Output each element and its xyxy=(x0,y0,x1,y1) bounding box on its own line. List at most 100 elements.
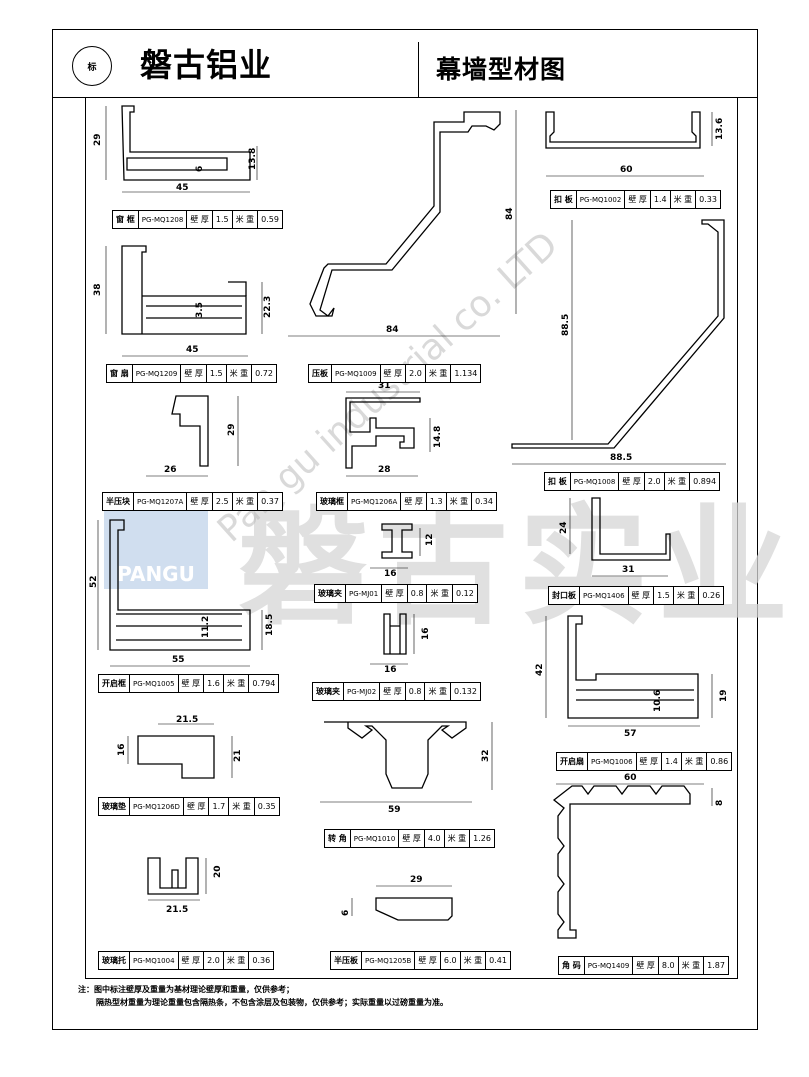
part-name: 玻璃托 xyxy=(99,952,130,969)
weight-label: 米 重 xyxy=(227,365,253,382)
wall-value: 6.0 xyxy=(441,952,461,969)
wall-label: 壁 厚 xyxy=(187,493,213,510)
spec-label-p13: 扣 板 PG-MQ1002 壁 厚 1.4 米 重 0.33 xyxy=(550,190,721,209)
footnote-line: 注：图中标注壁厚及重量为基材理论壁厚和重量，仅供参考； xyxy=(78,985,294,994)
spec-label-p8: 玻璃框 PG-MQ1206A 壁 厚 1.3 米 重 0.34 xyxy=(316,492,497,511)
wall-value: 4.0 xyxy=(425,830,445,847)
part-code: PG-MQ1208 xyxy=(139,211,188,228)
profile-drawing-p1: 29 45 6 13.8 xyxy=(93,105,258,193)
weight-value: 0.41 xyxy=(489,956,507,965)
part-name: 玻璃夹 xyxy=(313,683,344,700)
wall-value: 2.0 xyxy=(204,952,224,969)
dim-text: 31 xyxy=(622,565,635,575)
weight-value: 0.35 xyxy=(257,802,276,811)
spec-label-p9: 玻璃夹 PG-MJ01 壁 厚 0.8 米 重 0.12 xyxy=(314,584,478,603)
weight-label: 米 重 xyxy=(671,191,697,208)
weight-value: 0.33 xyxy=(699,195,717,204)
spec-label-p11: 转 角 PG-MQ1010 壁 厚 4.0 米 重 1.26 xyxy=(324,829,495,848)
dim-text: 22.3 xyxy=(263,296,273,318)
wall-value: 1.5 xyxy=(654,587,674,604)
part-code: PG-MQ1002 xyxy=(577,191,626,208)
part-code: PG-MQ1406 xyxy=(580,587,629,604)
spec-label-p7: 压板 PG-MQ1009 壁 厚 2.0 米 重 1.134 xyxy=(308,364,482,383)
dim-text: 20 xyxy=(213,865,223,878)
weight-value: 0.132 xyxy=(454,687,477,696)
weight-label: 米 重 xyxy=(229,798,255,815)
part-code: PG-MQ1008 xyxy=(571,473,620,490)
weight-value: 0.12 xyxy=(456,589,474,598)
dim-text: 16 xyxy=(421,627,431,640)
profile-drawing-p16: 42 57 10.6 19 xyxy=(535,615,729,739)
part-code: PG-MQ1206D xyxy=(130,798,184,815)
dim-text: 12 xyxy=(425,533,435,546)
dim-text: 45 xyxy=(186,345,199,355)
profile-drawing-p10: 16 16 xyxy=(370,613,431,675)
dim-text: 31 xyxy=(378,381,391,391)
weight-value: 0.794 xyxy=(252,679,276,688)
wall-label: 壁 厚 xyxy=(399,830,425,847)
profile-drawing-p4: 52 55 11.2 18.5 xyxy=(89,519,275,667)
weight-label: 米 重 xyxy=(445,830,471,847)
weight-label: 米 重 xyxy=(224,952,250,969)
wall-value: 2.0 xyxy=(645,473,665,490)
dim-text: 52 xyxy=(89,575,99,588)
wall-label: 壁 厚 xyxy=(637,753,663,770)
part-name: 玻璃框 xyxy=(317,493,348,510)
profile-drawing-p5: 21.5 16 21 xyxy=(117,715,243,779)
weight-value: 0.34 xyxy=(475,497,493,506)
weight-value: 0.72 xyxy=(255,369,273,378)
profile-drawing-p11: 59 32 xyxy=(320,721,493,815)
dim-text: 16 xyxy=(117,743,127,756)
dim-text: 38 xyxy=(93,283,103,296)
part-code: PG-MQ1009 xyxy=(332,365,381,382)
dim-text: 29 xyxy=(227,423,237,436)
dim-text: 29 xyxy=(93,133,103,146)
wall-value: 1.6 xyxy=(204,675,224,692)
dim-text: 88.5 xyxy=(561,314,571,336)
part-code: PG-MQ1004 xyxy=(130,952,179,969)
part-code: PG-MQ1206A xyxy=(348,493,402,510)
spec-label-p4: 开启框 PG-MQ1005 壁 厚 1.6 米 重 0.794 xyxy=(98,674,280,693)
profile-drawing-p6: 21.5 20 xyxy=(147,857,223,915)
watermark-brand-en: PANGU xyxy=(117,562,195,586)
profile-drawing-p13: 60 13.6 xyxy=(545,111,725,177)
part-name: 开启扇 xyxy=(557,753,588,770)
wall-value: 1.4 xyxy=(662,753,682,770)
dim-text: 19 xyxy=(719,689,729,702)
wall-value: 1.7 xyxy=(209,798,230,815)
profile-drawing-p3: 26 29 xyxy=(146,395,239,477)
weight-label: 米 重 xyxy=(427,585,454,602)
profile-drawing-p8: 31 28 14.8 xyxy=(345,381,443,477)
wall-label: 壁 厚 xyxy=(184,798,210,815)
dim-text: 29 xyxy=(410,875,423,885)
dim-text: 6 xyxy=(341,910,351,916)
part-name: 半压板 xyxy=(331,952,362,969)
spec-label-p16: 开启扇 PG-MQ1006 壁 厚 1.4 米 重 0.86 xyxy=(556,752,733,771)
part-name: 压板 xyxy=(309,365,332,382)
spec-label-p14: 扣 板 PG-MQ1008 壁 厚 2.0 米 重 0.894 xyxy=(544,472,721,491)
spec-label-p12: 半压板 PG-MQ1205B 壁 厚 6.0 米 重 0.41 xyxy=(330,951,511,970)
weight-label: 米 重 xyxy=(682,753,708,770)
part-name: 角 码 xyxy=(559,957,585,974)
watermark-brand-cn: 磐古实业 xyxy=(238,491,799,643)
dim-text: 14.8 xyxy=(433,426,443,448)
weight-value: 0.894 xyxy=(693,477,717,486)
dim-text: 16 xyxy=(384,665,397,675)
wall-label: 壁 厚 xyxy=(415,952,441,969)
dim-text: 21.5 xyxy=(176,715,198,725)
weight-label: 米 重 xyxy=(233,493,259,510)
wall-label: 壁 厚 xyxy=(382,585,408,602)
dim-text: 45 xyxy=(176,183,189,193)
weight-value: 0.86 xyxy=(710,757,729,766)
dim-text: 24 xyxy=(559,521,569,534)
spec-label-p15: 封口板 PG-MQ1406 壁 厚 1.5 米 重 0.26 xyxy=(548,586,725,605)
logo-text: 标 xyxy=(87,62,97,73)
dim-text: 8 xyxy=(715,800,725,806)
wall-value: 1.3 xyxy=(427,493,447,510)
dim-text: 3.5 xyxy=(195,302,205,318)
part-name: 扣 板 xyxy=(545,473,571,490)
part-name: 开启框 xyxy=(99,675,130,692)
weight-value: 0.26 xyxy=(702,591,721,600)
weight-value: 0.37 xyxy=(261,497,279,506)
spec-label-p5: 玻璃垫 PG-MQ1206D 壁 厚 1.7 米 重 0.35 xyxy=(98,797,280,816)
